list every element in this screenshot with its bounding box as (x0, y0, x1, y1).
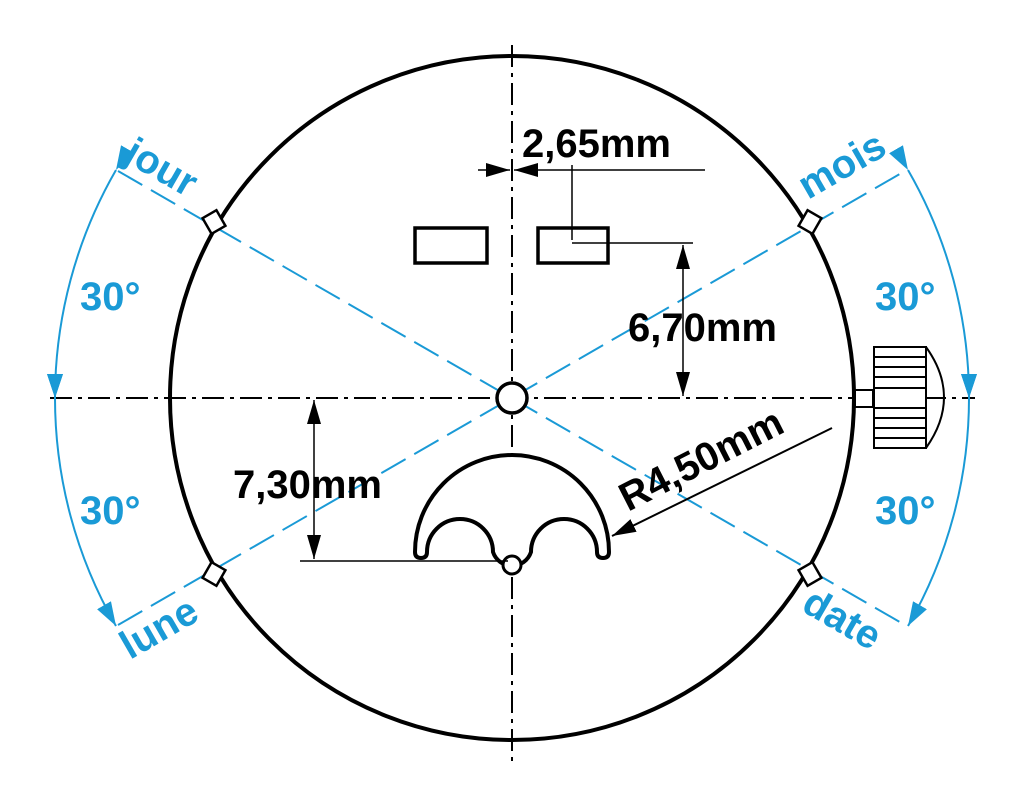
label-date: date (796, 580, 889, 659)
label-mois: mois (791, 123, 894, 208)
notch-lune (200, 560, 228, 588)
label-jour: jour (117, 129, 205, 205)
dim-265-label: 2,65mm (522, 122, 671, 166)
angle-label-top-left: 30° (80, 275, 141, 319)
angle-label-bottom-right: 30° (875, 489, 936, 533)
angle-label-bottom-left: 30° (80, 489, 141, 533)
window-right (536, 226, 610, 265)
center-pinion (495, 381, 529, 415)
angle-arcs (46, 145, 978, 627)
radius-leader (611, 427, 833, 537)
notch-jour (200, 208, 228, 236)
notches (200, 208, 824, 588)
notch-mois (796, 208, 824, 236)
dim-730-label: 7,30mm (233, 463, 382, 507)
window-left (413, 226, 489, 265)
subdial-pivot (501, 554, 523, 576)
angle-label-top-right: 30° (875, 275, 936, 319)
moon-subdial-aperture (413, 453, 611, 568)
dim-670-label: 6,70mm (628, 306, 777, 350)
notch-date (796, 560, 824, 588)
radius-label: R4,50mm (612, 400, 790, 520)
